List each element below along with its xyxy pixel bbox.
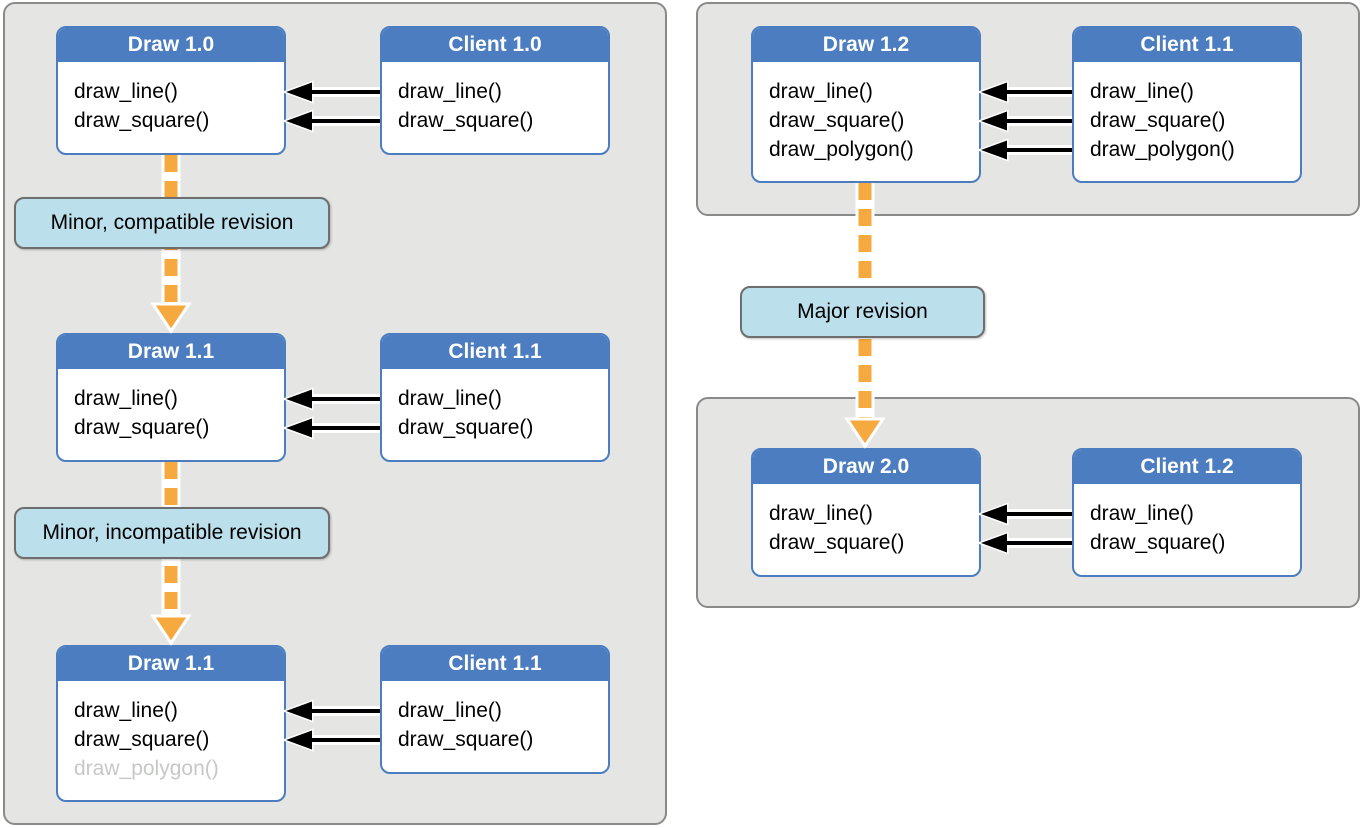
box-title: Client 1.1 xyxy=(1074,28,1300,62)
revision-label-minor-incompatible: Minor, incompatible revision xyxy=(14,507,330,559)
class-box-client-1-2: Client 1.2 draw_line() draw_square() xyxy=(1072,448,1302,577)
class-box-draw-1-2: Draw 1.2 draw_line() draw_square() draw_… xyxy=(751,26,981,183)
method-draw-polygon: draw_polygon() xyxy=(769,138,914,161)
revision-label-major: Major revision xyxy=(740,286,985,338)
method-draw-square: draw_square() xyxy=(74,109,210,132)
box-title: Draw 1.2 xyxy=(753,28,979,62)
method-draw-square: draw_square() xyxy=(74,416,210,439)
method-draw-square: draw_square() xyxy=(1090,109,1226,132)
method-draw-square: draw_square() xyxy=(769,109,905,132)
class-box-draw-1-0: Draw 1.0 draw_line() draw_square() xyxy=(56,26,286,155)
method-draw-square: draw_square() xyxy=(769,531,905,554)
box-title: Client 1.1 xyxy=(382,335,608,369)
method-draw-line: draw_line() xyxy=(74,699,178,722)
box-title: Draw 1.1 xyxy=(58,335,284,369)
method-draw-square: draw_square() xyxy=(1090,531,1226,554)
method-draw-square: draw_square() xyxy=(398,416,534,439)
method-draw-square: draw_square() xyxy=(398,109,534,132)
class-box-draw-2-0: Draw 2.0 draw_line() draw_square() xyxy=(751,448,981,577)
method-draw-square: draw_square() xyxy=(74,728,210,751)
method-draw-line: draw_line() xyxy=(769,502,873,525)
method-draw-polygon: draw_polygon() xyxy=(1090,138,1235,161)
method-draw-line: draw_line() xyxy=(74,387,178,410)
method-draw-line: draw_line() xyxy=(1090,502,1194,525)
class-box-client-1-1: Client 1.1 draw_line() draw_square() xyxy=(380,333,610,462)
class-box-draw-1-1: Draw 1.1 draw_line() draw_square() xyxy=(56,333,286,462)
box-title: Client 1.1 xyxy=(382,647,608,681)
method-draw-line: draw_line() xyxy=(74,80,178,103)
box-title: Client 1.0 xyxy=(382,28,608,62)
revision-label-minor-compatible: Minor, compatible revision xyxy=(14,197,330,249)
method-draw-square: draw_square() xyxy=(398,728,534,751)
method-draw-line: draw_line() xyxy=(398,699,502,722)
method-draw-polygon-ghost: draw_polygon() xyxy=(74,757,219,780)
class-box-client-1-1-right: Client 1.1 draw_line() draw_square() dra… xyxy=(1072,26,1302,183)
box-title: Draw 2.0 xyxy=(753,450,979,484)
box-title: Draw 1.1 xyxy=(58,647,284,681)
box-title: Draw 1.0 xyxy=(58,28,284,62)
class-box-draw-1-1-ghost: Draw 1.1 draw_line() draw_square() draw_… xyxy=(56,645,286,802)
method-draw-line: draw_line() xyxy=(1090,80,1194,103)
method-draw-line: draw_line() xyxy=(398,80,502,103)
method-draw-line: draw_line() xyxy=(398,387,502,410)
class-box-client-1-0: Client 1.0 draw_line() draw_square() xyxy=(380,26,610,155)
method-draw-line: draw_line() xyxy=(769,80,873,103)
class-box-client-1-1-bottom: Client 1.1 draw_line() draw_square() xyxy=(380,645,610,774)
box-title: Client 1.2 xyxy=(1074,450,1300,484)
